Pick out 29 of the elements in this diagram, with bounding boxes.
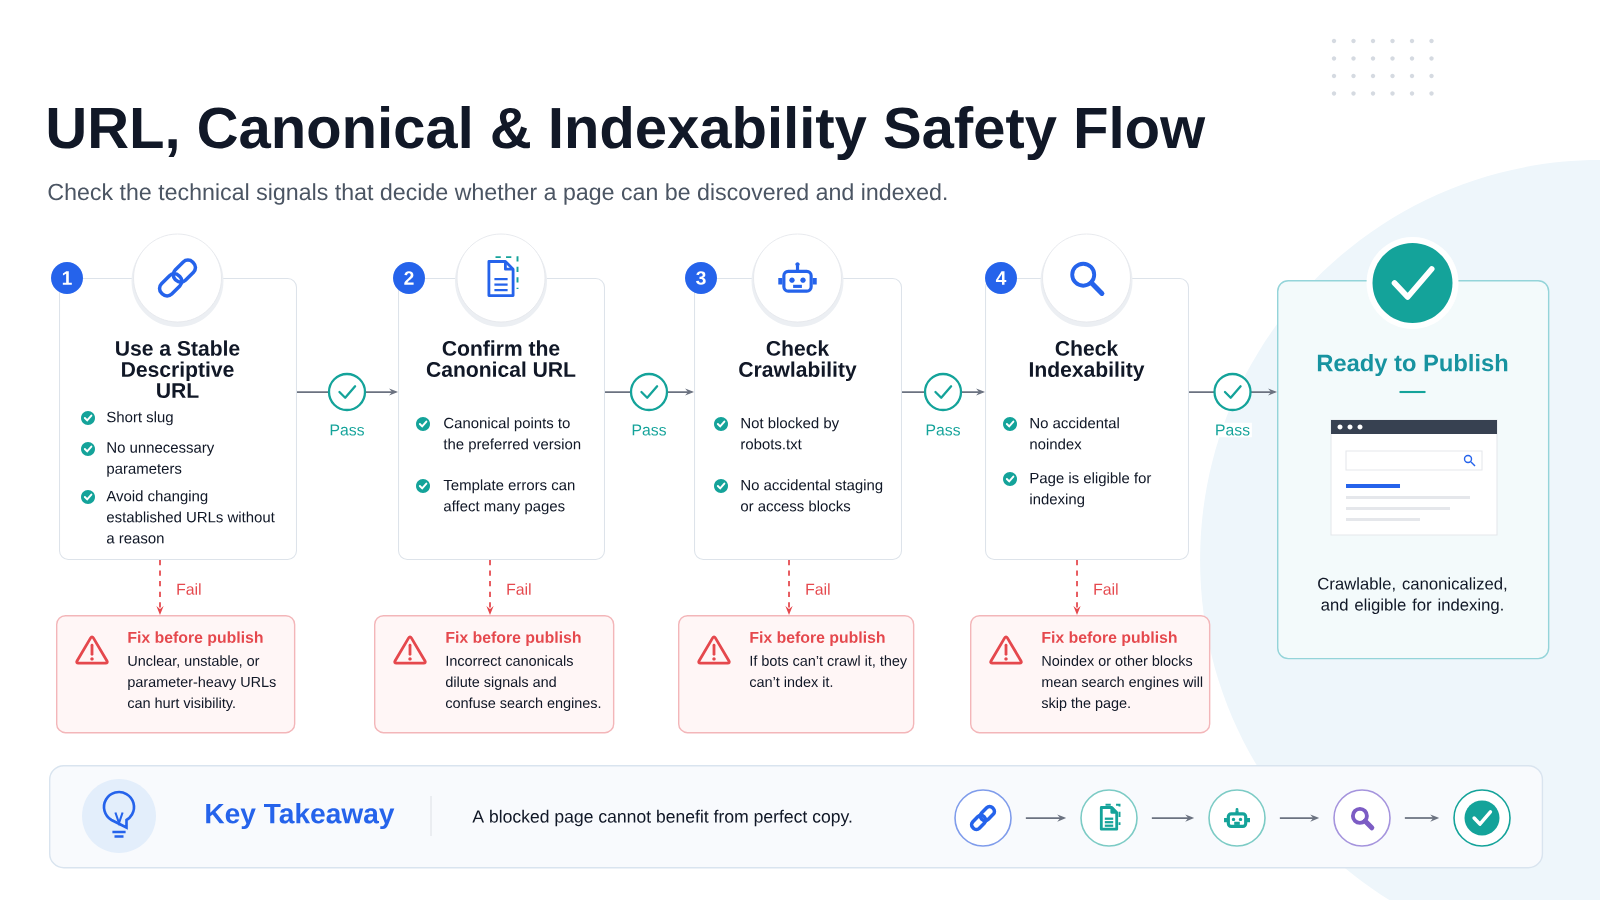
takeaway-panel: Key Takeaway A blocked page cannot benefit from perfect copy. [49, 765, 1544, 869]
title: URL, Canonical & Indexability Safety Flow [48, 105, 1206, 161]
icon-circle [1080, 789, 1138, 847]
number-badge: 2 [393, 262, 425, 294]
number-badge: 3 [685, 262, 717, 294]
edge-label: Fail [174, 581, 204, 597]
edge-label: Fail [1091, 581, 1121, 597]
warning-box: Fix before publish Unclear, unstable, or parameter-heavy URLs can hurt visibility. [56, 615, 296, 734]
icon-circle [954, 789, 1012, 847]
checklist-item: No accidental staging or access blocks [714, 479, 883, 512]
edge-label: Fail [504, 581, 534, 597]
icon-circle [1208, 789, 1266, 847]
number-badge: 1 [51, 262, 83, 294]
warning-box: Fix before publish If bots can’t crawl it, they can’t index it. [678, 615, 915, 734]
warning-box: Fix before publish Noindex or other blocks mean search engines will skip the page. [970, 615, 1211, 734]
number-badge: 4 [985, 262, 1017, 294]
icon-circle [1453, 789, 1511, 847]
edge-label: Fail [803, 581, 833, 597]
checklist-item: Canonical points to the preferred version [416, 417, 581, 453]
checklist-item: No accidental noindex [1003, 417, 1119, 450]
checklist-item: Not blocked by robots.txt [714, 417, 840, 450]
subtitle: Check the technical signals that decide whether a page can be discovered and indexed. [48, 183, 947, 205]
checklist-item: Avoid changing established URLs without a reason [81, 490, 275, 544]
checklist-item: No unnecessary parameters [81, 442, 215, 477]
warning-box: Fix before publish Incorrect canonicals dilute signals and confuse search engines. [374, 615, 615, 734]
checklist-item: Template errors can affect many pages [416, 479, 575, 515]
icon-circle [1333, 789, 1391, 847]
checklist-item: Page is eligible for indexing [1003, 472, 1152, 508]
checklist-item: Short slug [81, 411, 173, 426]
